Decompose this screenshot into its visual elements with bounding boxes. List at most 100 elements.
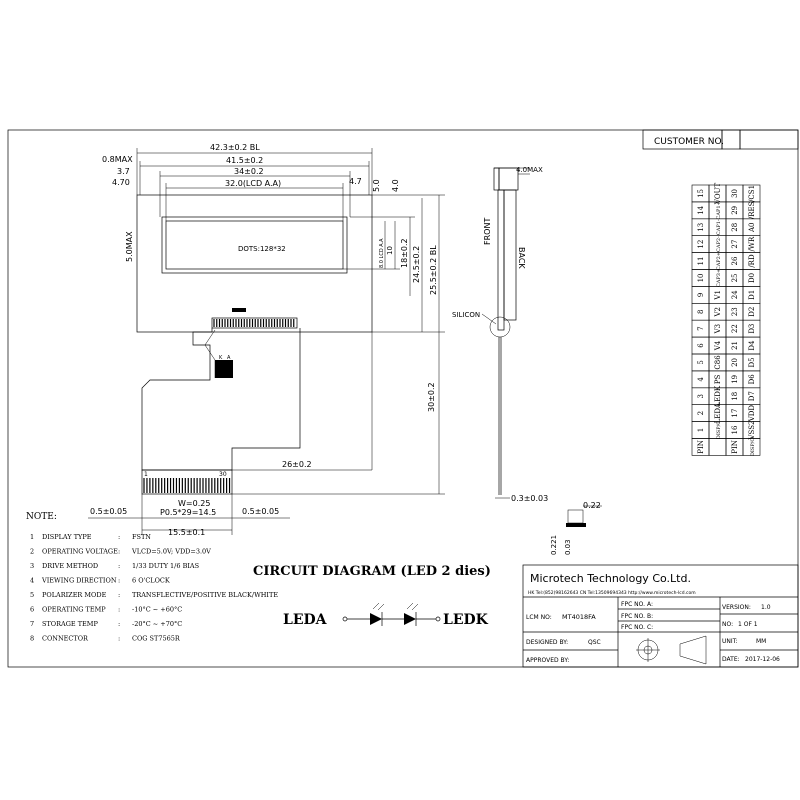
pin-cell: 15: [697, 189, 705, 198]
dim-34: 34±0.2: [234, 167, 264, 176]
dim-0-221: 0.221: [550, 535, 558, 555]
unit-label: UNIT:: [722, 638, 738, 645]
pin-cell: V4: [714, 340, 722, 351]
note-colon: :: [118, 577, 120, 585]
dim-0-22: 0.22: [583, 501, 601, 510]
note-value: -20°C ~ +70°C: [132, 620, 182, 628]
pin-cell: 22: [731, 324, 739, 333]
pad-detail: 0.22 0.221 0.03: [550, 501, 602, 555]
dim-4-7: 4.7: [349, 177, 362, 186]
circuit-diagram: CIRCUIT DIAGRAM (LED 2 dies) LEDA LEDK: [253, 564, 491, 628]
silicon-detail-circle: [489, 316, 511, 338]
fpc-top-strip-pins: [213, 319, 295, 327]
dim-0-8max: 0.8MAX: [102, 155, 133, 164]
fpc-top-strip: [211, 317, 298, 329]
customer-no-label: CUSTOMER NO.: [654, 137, 724, 147]
pin-cell: /RD: [748, 254, 756, 268]
date-label: DATE:: [722, 656, 740, 663]
dim-w-0-25: W=0.25: [178, 499, 210, 508]
dim-4-0: 4.0: [391, 179, 400, 192]
dim-15-5: 15.5±0.1: [168, 528, 205, 537]
note-colon: :: [118, 533, 120, 541]
pin-cell: D1: [748, 290, 756, 300]
note-number: 8: [30, 635, 34, 643]
note-colon: :: [118, 562, 120, 570]
back-label: BACK: [517, 247, 526, 269]
dim-5-0: 5.0: [372, 179, 381, 192]
side-glass: [497, 189, 505, 331]
no-label: NO:: [722, 621, 733, 628]
pin-cell: A0: [748, 222, 756, 233]
pin-cell: V1: [714, 290, 722, 301]
side-backlight: [503, 189, 517, 321]
pin-cell: 6: [697, 343, 705, 348]
lcd-active-area: [165, 220, 344, 270]
pin-cell: 23: [731, 307, 739, 316]
note-colon: :: [118, 635, 120, 643]
pin-cell: LEDA: [714, 402, 722, 423]
pin-cell: PS: [714, 374, 722, 384]
note-label: DRIVE METHOD: [42, 562, 98, 570]
note-label: OPERATING VOLTAGE: [42, 548, 118, 556]
sheet-frame: [7, 129, 799, 668]
pin-cell: 20: [731, 358, 739, 367]
date-value: 2017-12-06: [745, 656, 780, 663]
dim-26: 26±0.2: [282, 460, 312, 469]
note-value: 1/33 DUTY 1/6 BIAS: [132, 562, 199, 570]
leda-label: LEDA: [283, 612, 328, 628]
pin-cell: 2: [697, 411, 705, 415]
note-number: 4: [30, 577, 34, 585]
pin-cell: CAP2-: [716, 236, 722, 252]
pin-cell: 4: [697, 377, 705, 382]
dim-30: 30±0.2: [427, 382, 436, 412]
dim-41-5: 41.5±0.2: [226, 156, 263, 165]
projection-symbol: [636, 635, 707, 665]
k-label: K: [219, 355, 223, 361]
company-contact: HK Tel:(852)98162643 CN Tel:13509694343 …: [528, 590, 696, 596]
note-value: FSTN: [132, 533, 151, 541]
ic-chip: [232, 308, 246, 312]
pin-cell: 24: [731, 290, 739, 299]
lcd-panel-outline: [136, 194, 373, 333]
version-label: VERSION:: [722, 604, 751, 611]
pin-cell: DISP/C: [716, 421, 722, 439]
pin-cell: DISP/C: [750, 438, 756, 456]
front-view: DOTS:128*32 K A 1 30 42.3±0.2 BL 41.5±0.…: [88, 143, 445, 537]
pin-cell: 11: [697, 257, 705, 266]
dim-4-70: 4.70: [112, 178, 130, 187]
pin-cell: LEDK: [714, 385, 722, 406]
pin-cell: 10: [697, 273, 705, 282]
pin-cell: 21: [731, 341, 739, 350]
note-value: VLCD=5.0V; VDD=3.0V: [131, 548, 211, 556]
pin-cell: CAP3+: [716, 269, 722, 287]
note-value: 6 O'CLOCK: [132, 577, 170, 585]
note-label: CONNECTOR: [42, 635, 89, 643]
approved-label: APPROVED BY:: [526, 657, 569, 664]
note-number: 1: [30, 533, 34, 541]
pin-cell: 30: [731, 189, 739, 198]
pin-cell: D3: [748, 324, 756, 334]
note-number: 2: [30, 548, 34, 556]
pin-cell: /WR: [748, 236, 756, 252]
pin-cell: CAP2+: [716, 252, 722, 270]
note-colon: :: [118, 548, 120, 556]
dim-5-0max: 5.0MAX: [125, 231, 134, 262]
fpc-bottom-contacts: [141, 469, 233, 495]
dim-24-5: 24.5±0.2: [412, 246, 421, 283]
pin-cell: 14: [697, 205, 705, 214]
customer-no-box: CUSTOMER NO.: [642, 129, 799, 150]
pin-cell: 27: [731, 240, 739, 249]
unit-value: MM: [756, 638, 766, 645]
dim-10: 10: [386, 246, 394, 255]
dim-42-3: 42.3±0.2 BL: [210, 143, 260, 152]
fpc-b-label: FPC NO. B:: [621, 613, 653, 620]
pin-cell: D4: [748, 340, 756, 351]
pin-cell: /RES: [748, 201, 756, 219]
